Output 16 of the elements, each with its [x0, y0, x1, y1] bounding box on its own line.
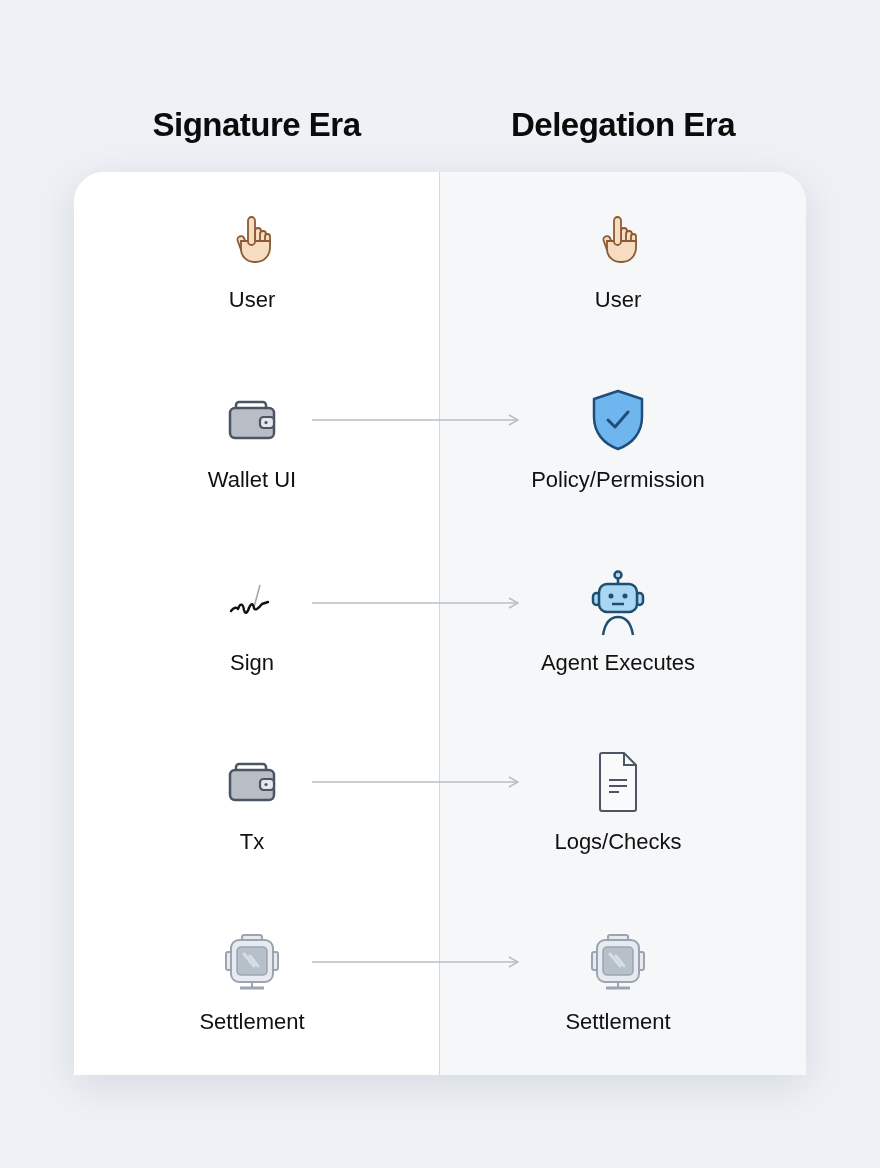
step-label: Sign [229, 649, 274, 677]
step-label: Tx [239, 828, 265, 856]
step-label: User [594, 286, 642, 314]
arrow [311, 597, 519, 609]
step-label: Wallet UI [207, 466, 297, 494]
step-label: Logs/Checks [554, 828, 682, 856]
step-label: Settlement [565, 1008, 671, 1036]
arrow [311, 776, 519, 788]
step-label: Settlement [199, 1008, 305, 1036]
step-label: User [228, 286, 276, 314]
column-heading: Delegation Era [509, 105, 737, 145]
column-heading: Signature Era [151, 105, 363, 145]
arrow [311, 414, 519, 426]
step-label: Policy/Permission [531, 466, 705, 494]
step-label: Agent Executes [540, 649, 696, 677]
arrow [311, 956, 519, 968]
